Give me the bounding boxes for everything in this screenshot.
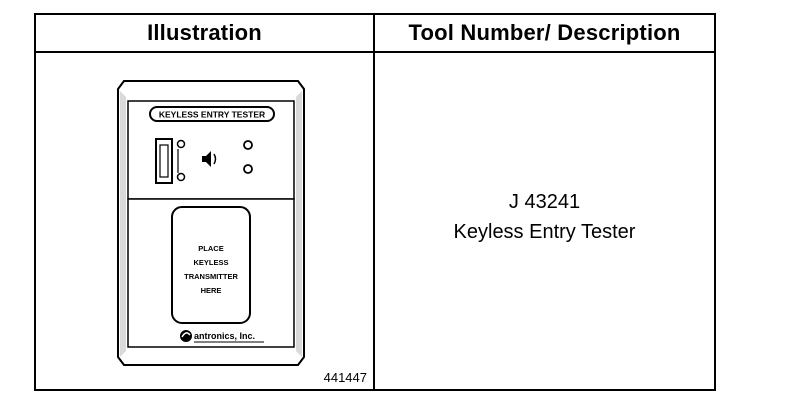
illustration-cell: KEYLESS ENTRY TESTER PLACE KEYLESS xyxy=(36,53,373,389)
tool-number: J 43241 xyxy=(508,191,581,213)
transmitter-pocket xyxy=(171,206,251,324)
tool-table: Illustration Tool Number/ Description KE… xyxy=(34,13,716,391)
tester-label-plate xyxy=(149,106,275,122)
battery-icon xyxy=(155,138,186,184)
keyless-entry-tester-illustration: KEYLESS ENTRY TESTER PLACE KEYLESS xyxy=(117,80,305,366)
pocket-text-line2: KEYLESS xyxy=(193,258,228,267)
speaker-icon xyxy=(202,151,217,167)
manufacturer-logo xyxy=(180,330,192,342)
pocket-text-line3: TRANSMITTER xyxy=(184,272,238,281)
column-divider xyxy=(373,15,375,389)
tester-label-text: KEYLESS ENTRY TESTER xyxy=(159,110,265,120)
indicator-light-icon xyxy=(243,164,253,174)
pocket-text-line4: HERE xyxy=(201,286,222,295)
figure-number: 441447 xyxy=(323,370,367,385)
description-cell: J 43241 Keyless Entry Tester xyxy=(375,53,714,389)
tool-description: Keyless Entry Tester xyxy=(453,221,636,243)
tester-right-edge xyxy=(296,91,302,357)
pocket-text-line1: PLACE xyxy=(198,244,223,253)
header-tool-description: Tool Number/ Description xyxy=(408,20,681,45)
header-divider xyxy=(36,51,714,53)
header-illustration: Illustration xyxy=(147,20,262,45)
indicator-light-icon xyxy=(243,140,253,150)
tester-left-edge xyxy=(120,91,126,357)
manufacturer-name: antronics, Inc. xyxy=(194,331,255,341)
